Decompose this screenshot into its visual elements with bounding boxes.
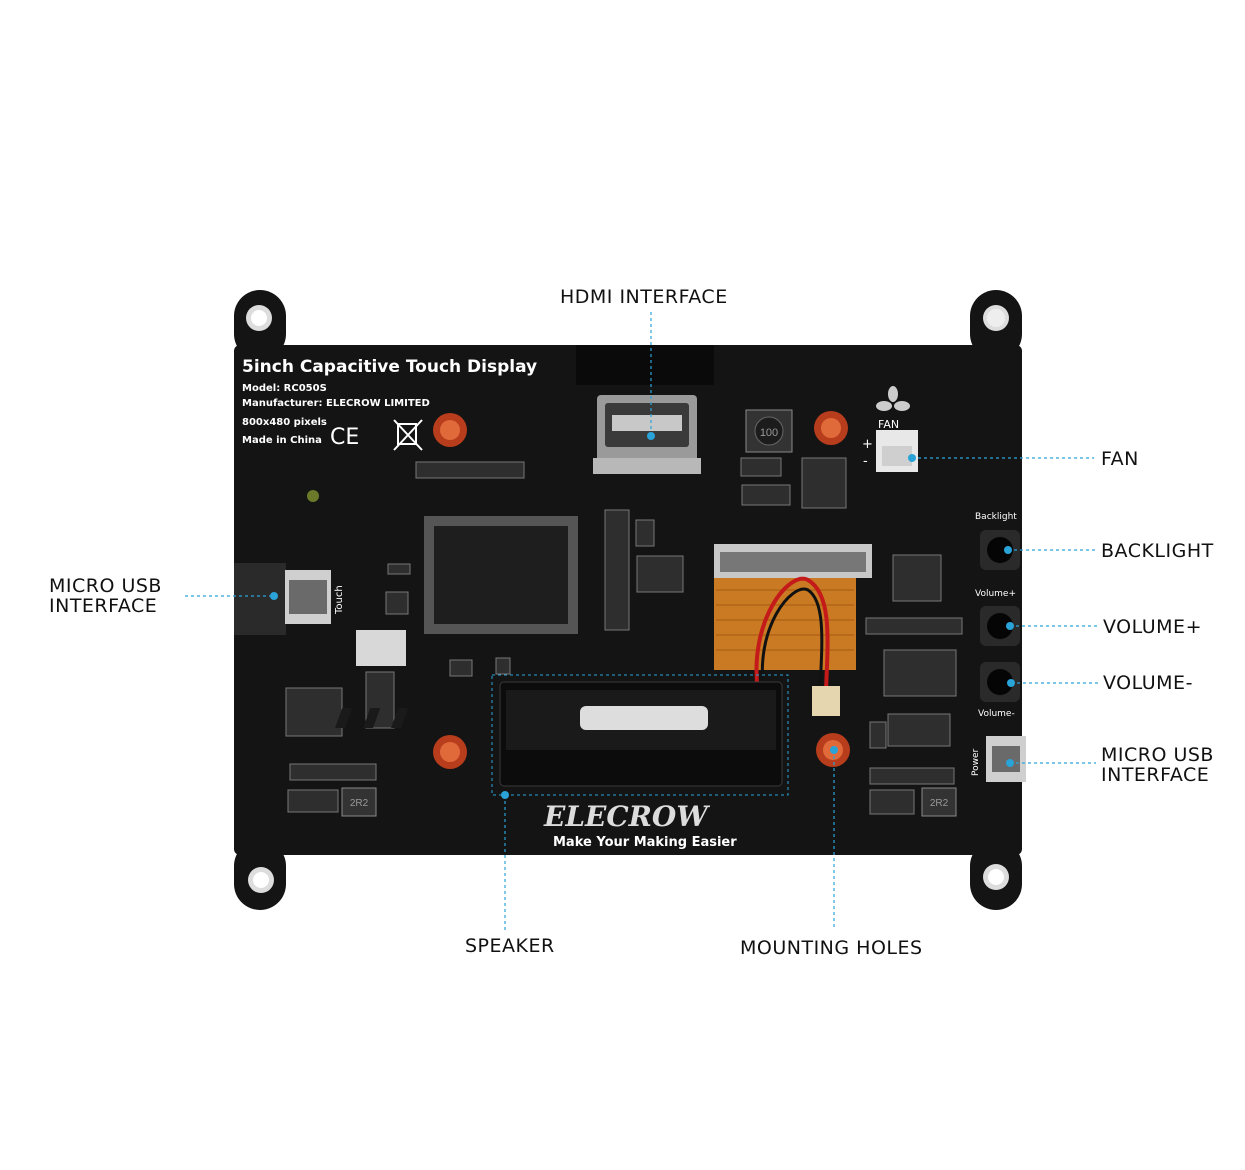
- fan-icon: [876, 386, 910, 411]
- callout-micro-usb-right: MICRO USB INTERFACE: [1101, 745, 1214, 785]
- elecrow-slogan: Make Your Making Easier: [553, 835, 737, 850]
- speaker: [335, 674, 789, 796]
- volume-down-button: [980, 662, 1020, 702]
- standoff-2: [814, 411, 848, 445]
- speaker-plug: [812, 686, 840, 716]
- marker-dots: [270, 432, 1015, 799]
- callout-hdmi-interface: HDMI INTERFACE: [560, 286, 728, 308]
- standoff-3: [433, 735, 467, 769]
- display-fpc-connector: [714, 544, 872, 670]
- inductor-100-label: 100: [760, 427, 778, 439]
- ffc-connector-small: [356, 630, 406, 666]
- mounting-hole-bottom-right: [983, 864, 1009, 890]
- speaker-wire-red: [754, 576, 830, 693]
- callout-backlight: BACKLIGHT: [1101, 540, 1214, 562]
- inductor-100: 100: [745, 409, 793, 453]
- callout-volume-down: VOLUME-: [1103, 672, 1193, 694]
- backlight-silk-label: Backlight: [975, 512, 1017, 522]
- board-resolution: 800x480 pixels: [242, 417, 327, 428]
- callout-micro-usb-left: MICRO USB INTERFACE: [49, 576, 162, 616]
- touch-silk-label: Touch: [334, 585, 345, 615]
- callout-micro-usb-left-line1: MICRO USB: [49, 575, 162, 597]
- standoff-1: [433, 413, 467, 447]
- weee-bin-icon: [393, 419, 423, 451]
- main-processor-chip: [424, 516, 578, 634]
- fan-minus-sign: -: [863, 454, 868, 469]
- board-manufacturer: Manufacturer: ELECROW LIMITED: [242, 398, 430, 409]
- inductor-right-label: 2R2: [930, 798, 949, 809]
- callout-mounting-holes: MOUNTING HOLES: [740, 937, 923, 959]
- fan-plus-sign: +: [862, 437, 873, 452]
- power-led: [307, 490, 319, 502]
- callout-fan: FAN: [1101, 448, 1139, 470]
- volume-up-silk-label: Volume+: [975, 589, 1016, 599]
- callout-micro-usb-right-line1: MICRO USB: [1101, 744, 1214, 766]
- volume-down-silk-label: Volume-: [978, 709, 1015, 719]
- backlight-button: [980, 530, 1020, 570]
- inductor-left: 2R2: [341, 787, 377, 817]
- speaker-wire-black: [760, 587, 824, 693]
- inductor-left-label: 2R2: [350, 798, 369, 809]
- mounting-hole-bottom-left: [248, 867, 274, 893]
- fan-connector: [876, 430, 918, 472]
- callout-speaker: SPEAKER: [465, 935, 555, 957]
- board-origin: Made in China: [242, 435, 322, 446]
- callout-micro-usb-left-line2: INTERFACE: [49, 595, 158, 617]
- mounting-hole-top-right: [983, 305, 1009, 331]
- ce-mark: CE: [330, 425, 359, 450]
- volume-up-button: [980, 606, 1020, 646]
- fan-silk-label: FAN: [878, 418, 899, 431]
- mounting-hole-top-left: [246, 305, 272, 331]
- elecrow-logo: ELECROW: [543, 800, 710, 833]
- board-title: 5inch Capacitive Touch Display: [242, 357, 537, 377]
- hdmi-connector: [593, 395, 701, 474]
- power-silk-label: Power: [971, 748, 981, 776]
- micro-usb-touch-port: [285, 570, 331, 624]
- micro-usb-power-port: [986, 736, 1026, 782]
- inductor-right: 2R2: [921, 787, 957, 817]
- callout-volume-up: VOLUME+: [1103, 616, 1202, 638]
- board-model: Model: RC050S: [242, 383, 327, 394]
- callout-micro-usb-right-line2: INTERFACE: [1101, 764, 1210, 786]
- leader-lines: [185, 312, 1098, 930]
